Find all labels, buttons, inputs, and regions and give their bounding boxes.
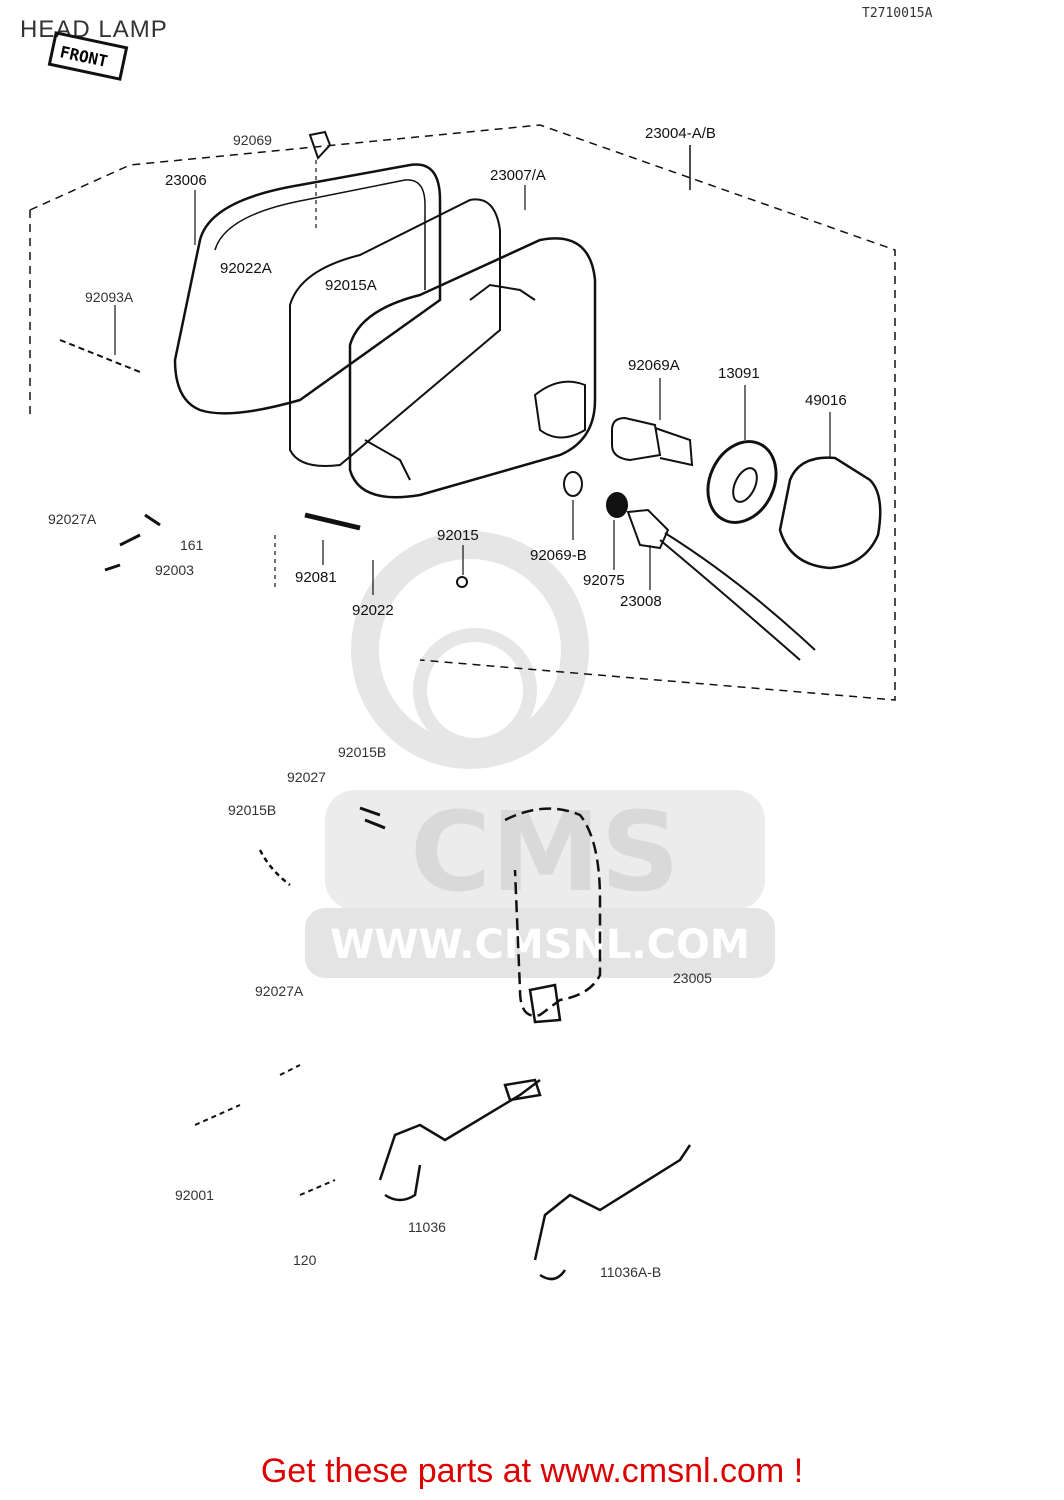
lens-outline bbox=[348, 237, 597, 499]
lead-wire-2 bbox=[664, 532, 816, 651]
upper-hardware bbox=[59, 130, 468, 595]
reference-code: T2710015A bbox=[862, 6, 933, 21]
watermark-mascot-head bbox=[351, 531, 589, 769]
mounting-brackets bbox=[194, 1064, 692, 1281]
watermark-url-bg bbox=[305, 908, 775, 978]
headlamp-housing-23005 bbox=[258, 806, 602, 1024]
label-92022: 92022 bbox=[352, 602, 394, 619]
footer-parts-link[interactable]: Get these parts at www.cmsnl.com ! bbox=[260, 1452, 804, 1490]
watermark-mascot-face bbox=[413, 628, 537, 752]
label-92027: 92027 bbox=[287, 769, 326, 785]
boundary-top bbox=[29, 124, 896, 701]
bulb-socket-49016 bbox=[778, 412, 882, 570]
side-screw bbox=[59, 339, 141, 373]
label-23005: 23005 bbox=[673, 970, 712, 986]
bracket-nuts bbox=[503, 1078, 542, 1102]
headlamp-gasket bbox=[289, 198, 501, 467]
dust-cover-inner bbox=[732, 467, 758, 503]
label-120: 120 bbox=[293, 1252, 317, 1268]
part-labels: 23004-A/B 23007/A 23006 92069 92022A 920… bbox=[48, 125, 847, 1280]
front-marker: FRONT bbox=[47, 31, 129, 81]
position-lamp-parts bbox=[563, 471, 816, 661]
bulb-glass bbox=[611, 416, 662, 462]
label-23007: 23007/A bbox=[490, 167, 546, 184]
front-marker-box bbox=[47, 31, 129, 81]
label-23008: 23008 bbox=[620, 593, 662, 610]
lens-bracket-top bbox=[469, 283, 536, 301]
dust-cover-outer bbox=[706, 440, 778, 524]
label-92015B-a: 92015B bbox=[338, 744, 386, 760]
label-92027A: 92027A bbox=[48, 511, 97, 527]
label-92022A: 92022A bbox=[220, 260, 272, 277]
lens-adjuster bbox=[364, 439, 411, 481]
label-161: 161 bbox=[180, 537, 204, 553]
lead-socket bbox=[626, 508, 670, 550]
rim-inner bbox=[214, 179, 426, 290]
watermark-url-text: WWW.CMSNL.COM bbox=[330, 922, 750, 968]
label-92069B: 92069-B bbox=[530, 547, 587, 564]
bulb-base bbox=[654, 427, 694, 467]
label-23006: 23006 bbox=[165, 172, 207, 189]
label-49016: 49016 bbox=[805, 392, 847, 409]
adjust-screw bbox=[104, 513, 161, 572]
label-92069-top: 92069 bbox=[233, 132, 272, 148]
page-title: HEAD LAMP bbox=[20, 16, 168, 43]
label-11036AB: 11036A-B bbox=[600, 1264, 661, 1280]
position-bulb bbox=[563, 471, 583, 497]
bracket-11036A-B bbox=[533, 1144, 692, 1281]
watermark-logo-bg bbox=[325, 790, 765, 910]
label-92081: 92081 bbox=[295, 569, 337, 586]
housing-screws bbox=[359, 806, 386, 830]
label-92001: 92001 bbox=[175, 1187, 214, 1203]
label-92015A: 92015A bbox=[325, 277, 377, 294]
label-23004: 23004-A/B bbox=[645, 125, 716, 142]
top-screw bbox=[308, 130, 332, 160]
watermark-logo-text: CMS bbox=[410, 788, 679, 916]
dust-cover-13091 bbox=[706, 385, 778, 524]
spring-92081 bbox=[304, 512, 361, 531]
headlamp-lens-unit-23007 bbox=[348, 185, 597, 499]
bracket-11036 bbox=[378, 1079, 541, 1202]
label-92093A: 92093A bbox=[85, 289, 134, 305]
rim-outline bbox=[173, 163, 442, 415]
label-92027A-low: 92027A bbox=[255, 983, 304, 999]
label-92015: 92015 bbox=[437, 527, 479, 544]
gasket-outline bbox=[289, 198, 501, 467]
label-92003: 92003 bbox=[155, 562, 194, 578]
label-92015B-b: 92015B bbox=[228, 802, 276, 818]
lens-bulb-mount bbox=[533, 380, 586, 439]
housing-left-clip bbox=[258, 849, 291, 886]
headlamp-bulb-92069A bbox=[611, 378, 694, 467]
label-11036: 11036 bbox=[408, 1219, 446, 1235]
lead-wire-1 bbox=[659, 539, 801, 661]
socket-outline bbox=[778, 456, 882, 570]
housing-lug bbox=[528, 983, 562, 1024]
housing-outline bbox=[504, 807, 602, 1017]
assembly-boundary bbox=[29, 124, 896, 701]
label-13091: 13091 bbox=[718, 365, 760, 382]
nut-92015 bbox=[456, 576, 468, 588]
headlamp-rim-23006 bbox=[173, 163, 442, 415]
grommet bbox=[606, 492, 628, 518]
bracket-bolts bbox=[194, 1064, 336, 1196]
label-92075: 92075 bbox=[583, 572, 625, 589]
label-92069A: 92069A bbox=[628, 357, 680, 374]
